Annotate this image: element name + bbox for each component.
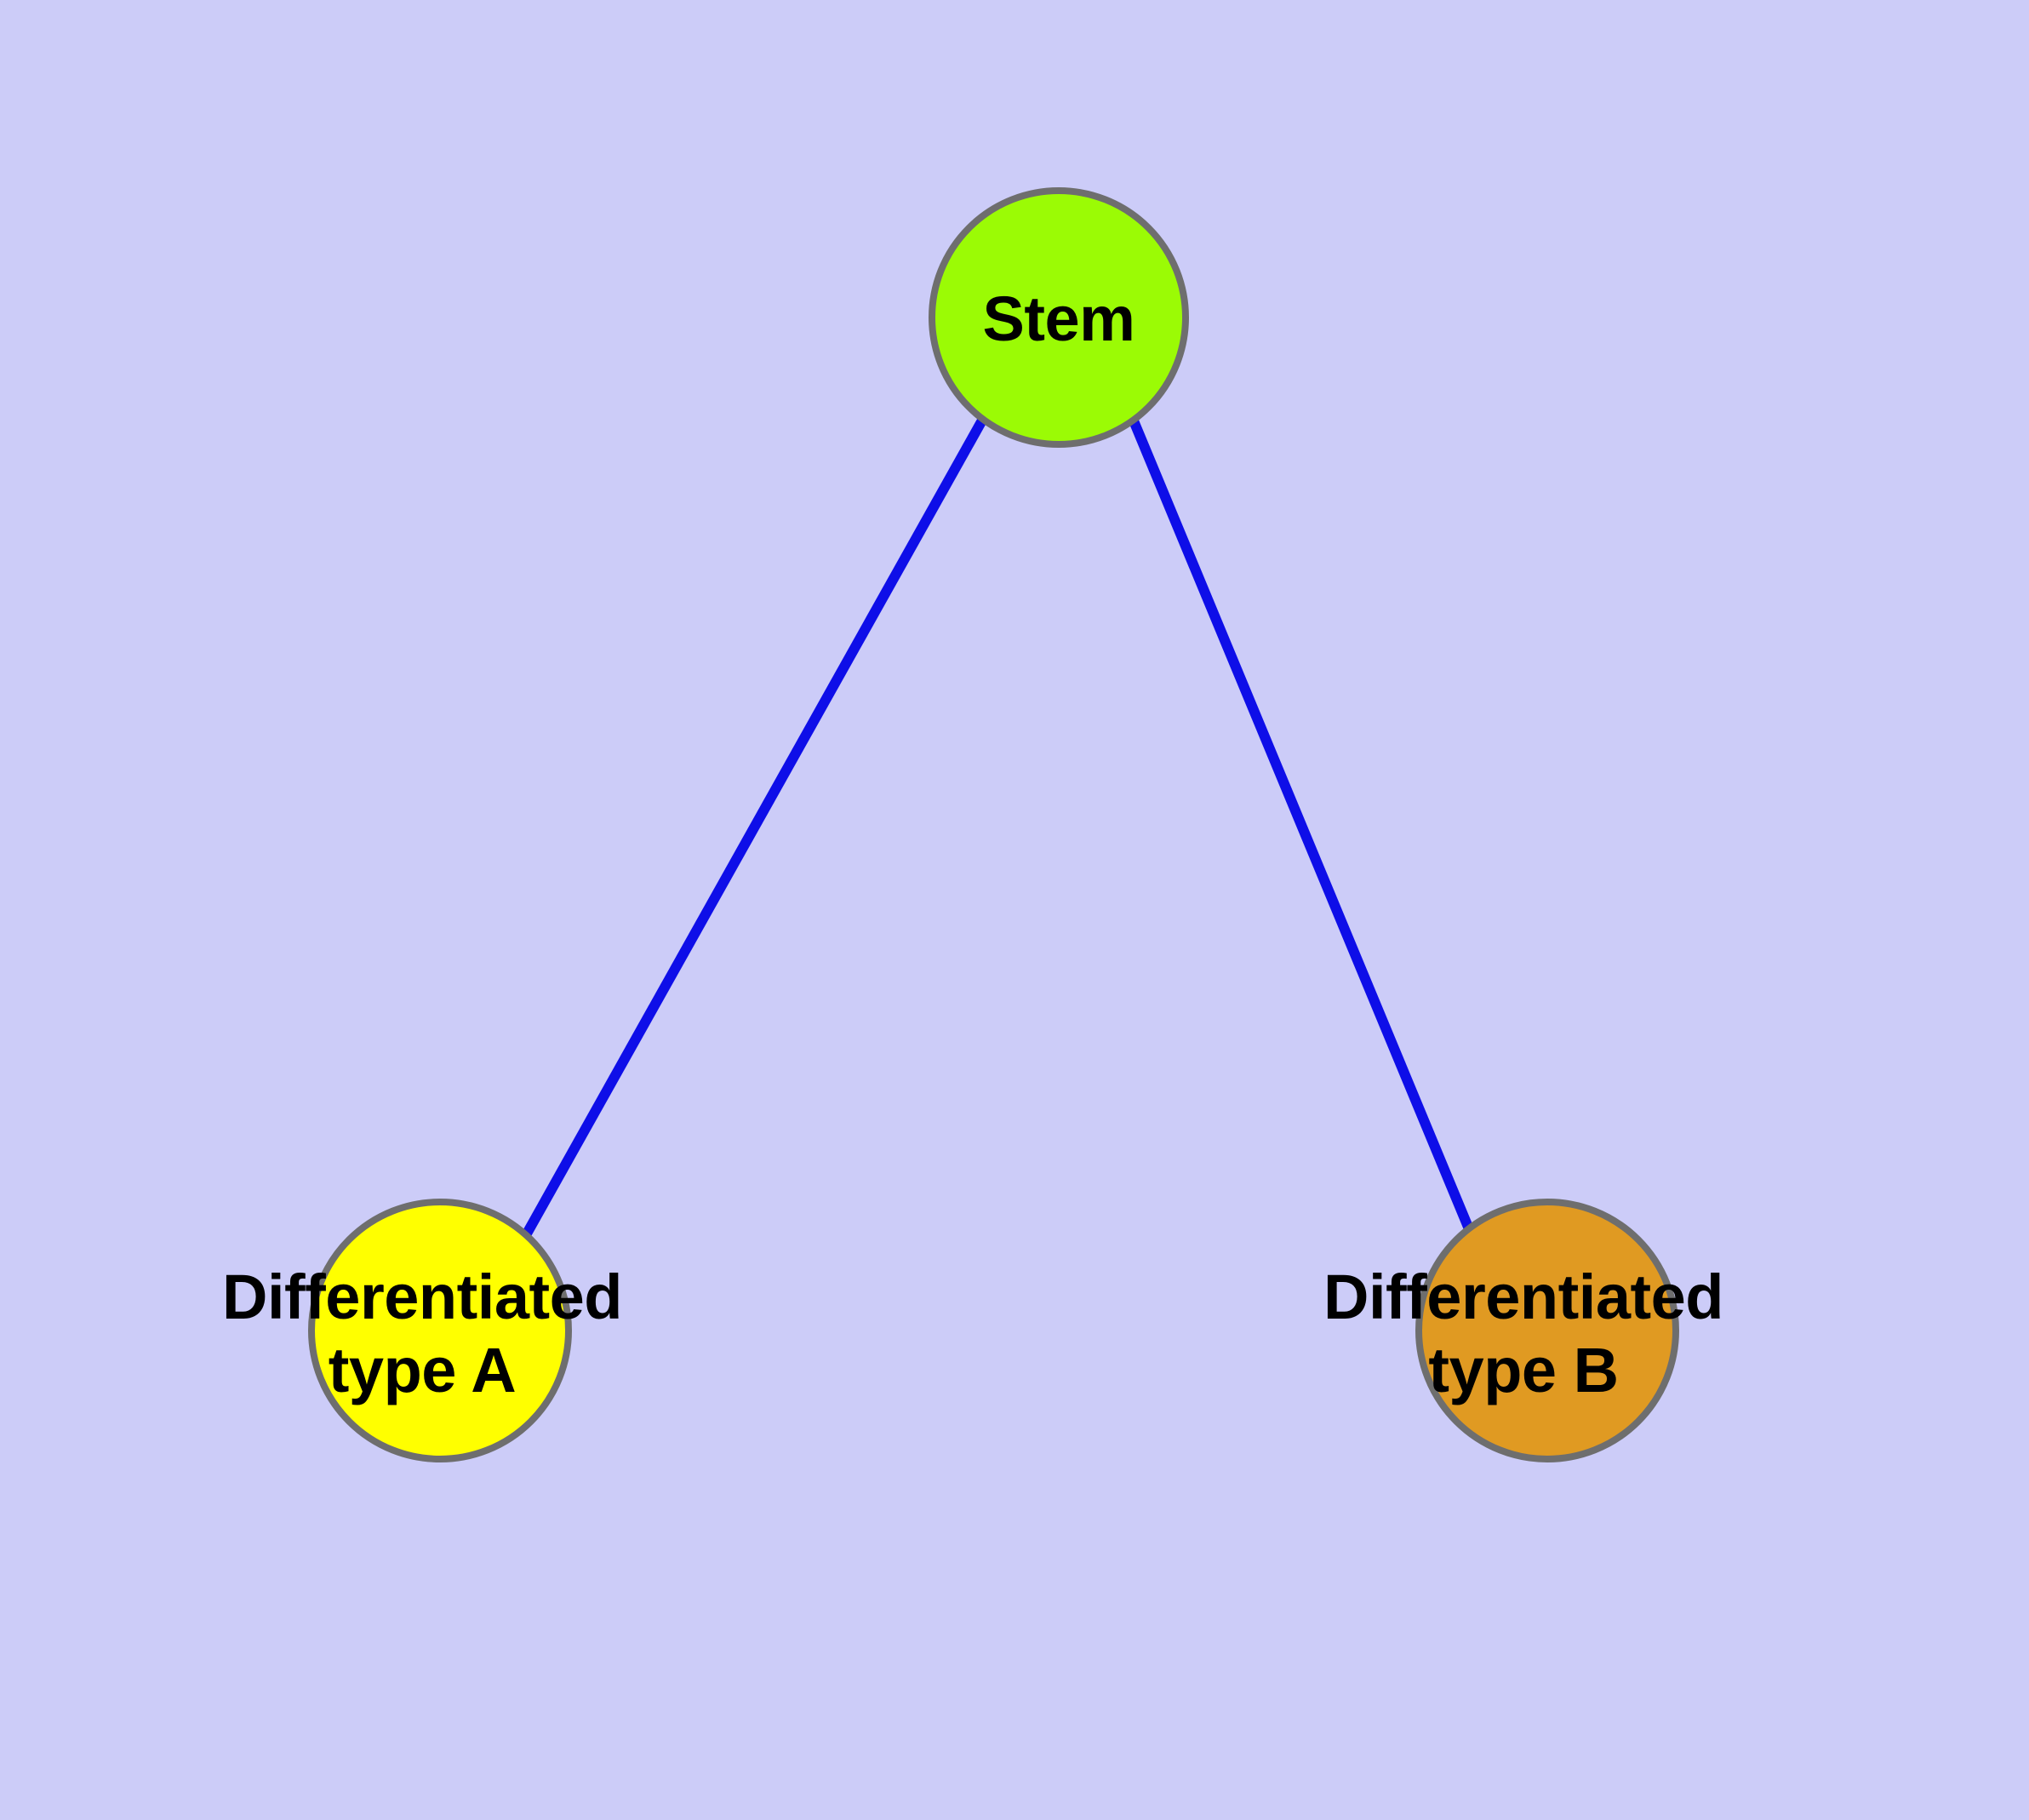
edge-layer <box>517 416 1477 1244</box>
node-diff-b-circle[interactable] <box>1415 1199 1679 1462</box>
node-diff-a-circle[interactable] <box>308 1199 572 1462</box>
edge-stem-to-diff-b <box>1128 416 1477 1238</box>
edge-stem-to-diff-a <box>517 416 988 1244</box>
node-stem-circle[interactable] <box>929 187 1189 448</box>
node-layer <box>308 187 1679 1462</box>
